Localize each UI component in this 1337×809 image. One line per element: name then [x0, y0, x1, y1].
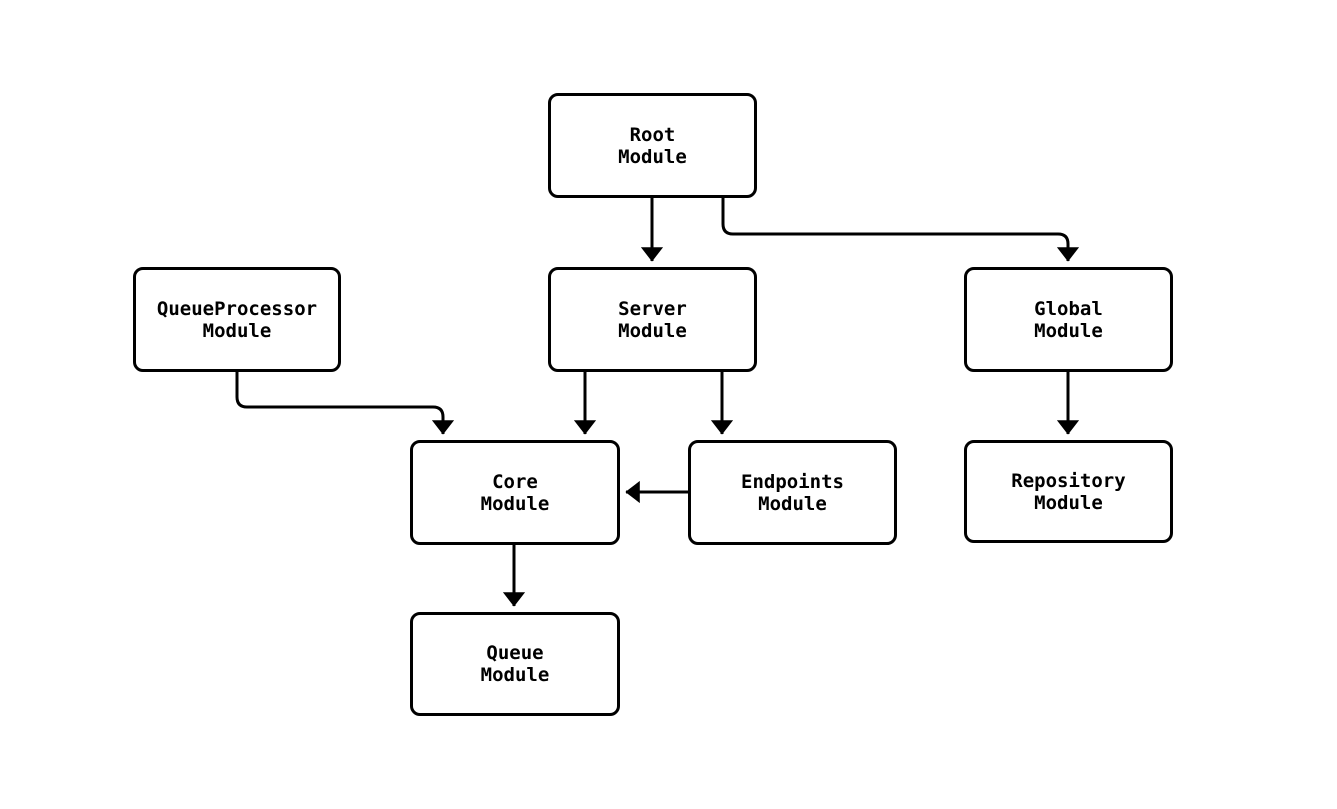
node-endpoints-module: Endpoints Module — [688, 440, 897, 545]
node-root-module: Root Module — [548, 93, 757, 198]
node-queueprocessor-module: QueueProcessor Module — [133, 267, 341, 372]
node-core-module-label: Core Module — [480, 470, 550, 515]
node-repository-module: Repository Module — [964, 440, 1173, 543]
node-global-module-label: Global Module — [1034, 297, 1103, 342]
node-global-module: Global Module — [964, 267, 1173, 372]
node-server-module: Server Module — [548, 267, 757, 372]
node-root-module-label: Root Module — [618, 123, 687, 168]
node-repository-module-label: Repository Module — [1011, 469, 1126, 514]
node-server-module-label: Server Module — [618, 297, 687, 342]
node-queue-module: Queue Module — [410, 612, 620, 716]
edge-root-to-global — [721, 198, 1080, 262]
node-queueprocessor-module-label: QueueProcessor Module — [156, 297, 318, 342]
edge-queueprocessor-to-core — [235, 372, 455, 435]
node-queue-module-label: Queue Module — [480, 642, 550, 686]
node-core-module: Core Module — [410, 440, 620, 545]
node-endpoints-module-label: Endpoints Module — [741, 470, 844, 515]
